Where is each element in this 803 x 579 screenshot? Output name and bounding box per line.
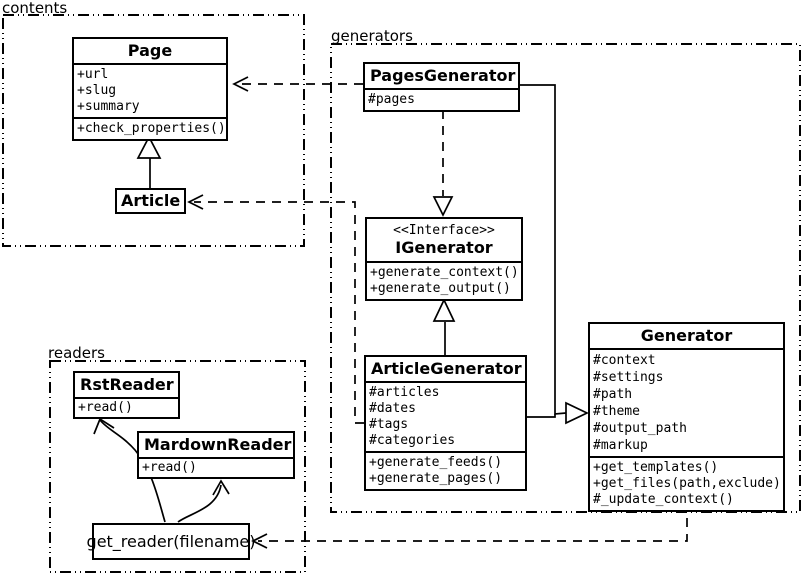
- arrow-curve-getreader-to-mardownreader: [177, 484, 222, 523]
- class-generator-methods: +get_templates() +get_files(path,exclude…: [590, 456, 783, 510]
- class-mardownreader-name: MardownReader: [144, 435, 292, 454]
- class-page-attributes: +url +slug +summary: [74, 63, 226, 117]
- package-border-generators: [330, 43, 801, 513]
- class-articlegenerator-methods: +generate_feeds() +generate_pages(): [366, 451, 525, 489]
- function-node-get-reader-label: get_reader(filename): [86, 532, 256, 551]
- class-igenerator-stereotype: <<Interface>>: [393, 223, 495, 238]
- open-arrowhead-into-getreader: [251, 533, 268, 549]
- dependency-line-generator-to-getreader: [258, 502, 688, 542]
- triangle-arrowhead-into-igenerator-top: [432, 196, 454, 217]
- class-generator-name: Generator: [640, 326, 733, 345]
- triangle-arrowhead-into-page: [136, 135, 162, 159]
- class-page[interactable]: Page +url +slug +summary +check_properti…: [72, 37, 228, 141]
- package-label-contents: contents: [2, 0, 68, 17]
- class-generator[interactable]: Generator #context #settings #path #them…: [588, 322, 785, 512]
- triangle-arrowhead-into-igenerator-bottom: [432, 298, 456, 322]
- class-igenerator-name: IGenerator: [395, 238, 493, 257]
- open-arrowhead-into-mardownreader: [212, 479, 230, 496]
- class-igenerator-methods: +generate_context() +generate_output(): [367, 261, 521, 299]
- class-article[interactable]: Article: [115, 188, 186, 214]
- class-mardownreader[interactable]: MardownReader +read(): [137, 431, 295, 479]
- function-node-get-reader[interactable]: get_reader(filename): [87, 523, 255, 560]
- inheritance-line-articlegenerator-to-generator: [527, 414, 556, 418]
- open-arrowhead-into-rstreader: [93, 417, 115, 435]
- package-label-readers: readers: [48, 344, 105, 362]
- class-rstreader[interactable]: RstReader +read(): [73, 371, 180, 419]
- package-border-contents: [2, 14, 305, 247]
- package-border-readers: [49, 360, 306, 573]
- class-pagesgenerator[interactable]: PagesGenerator #pages: [363, 62, 520, 112]
- class-rstreader-name: RstReader: [80, 375, 174, 394]
- triangle-arrowhead-into-generator: [565, 401, 589, 425]
- class-mardownreader-methods: +read(): [139, 457, 293, 477]
- class-igenerator[interactable]: <<Interface>> IGenerator +generate_conte…: [365, 217, 523, 301]
- class-articlegenerator[interactable]: ArticleGenerator #articles #dates #tags …: [364, 355, 527, 491]
- class-articlegenerator-attributes: #articles #dates #tags #categories: [366, 381, 525, 451]
- class-page-name: Page: [127, 41, 173, 60]
- class-page-methods: +check_properties(): [74, 117, 226, 139]
- class-pagesgenerator-name: PagesGenerator: [370, 66, 516, 85]
- open-arrowhead-into-article: [187, 194, 204, 210]
- open-arrowhead-into-page: [232, 76, 249, 92]
- arrow-curve-getreader-to-rstreader: [99, 419, 166, 523]
- class-article-name: Article: [121, 191, 181, 210]
- inheritance-line-pagesgenerator-to-generator: [520, 84, 567, 415]
- class-pagesgenerator-attributes: #pages: [365, 88, 518, 110]
- class-articlegenerator-name: ArticleGenerator: [371, 359, 522, 378]
- class-generator-attributes: #context #settings #path #theme #output_…: [590, 348, 783, 456]
- dependency-line-articlegenerator-to-article: [194, 201, 364, 424]
- class-rstreader-methods: +read(): [75, 397, 178, 417]
- package-label-generators: generators: [331, 27, 413, 45]
